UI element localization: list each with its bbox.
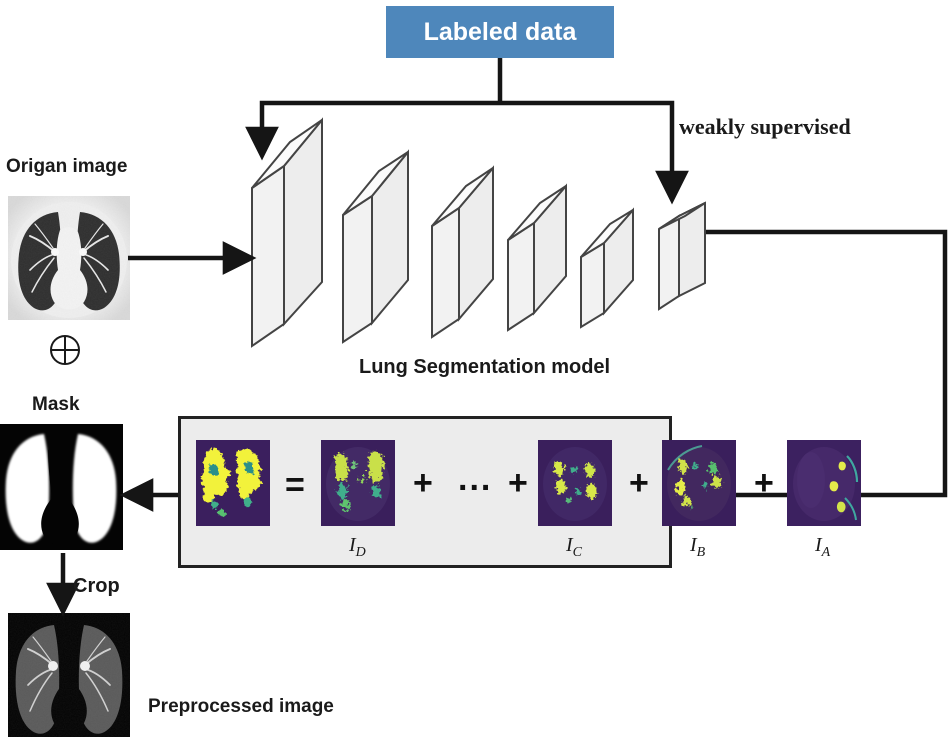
origan-image [8,196,130,320]
weakly-supervised-label: weakly supervised [679,114,851,139]
equals-operator: = [285,466,305,504]
caption-map-A-base: I [815,534,822,556]
plus-circle-icon [48,333,82,367]
preprocessed-image-label: Preprocessed image [148,696,334,717]
mask-image [0,424,123,550]
caption-map-D-sub: D [355,545,366,560]
origan-image-label: Origan image [6,156,128,177]
crop-label: Crop [73,575,120,597]
preprocessed-image [8,613,130,737]
caption-map-A-sub: A [821,545,831,560]
caption-map-A: IA [815,534,830,561]
caption-map-C-base: I [566,534,573,556]
caption-map-C-sub: C [572,545,583,560]
ellipsis-operator: ... [458,460,493,498]
heatmap-map-D [321,440,395,526]
network-block-6 [658,201,706,311]
plus-operator-4: + [754,464,774,502]
caption-map-D: ID [349,534,366,561]
labeled-data-box[interactable]: Labeled data [386,6,614,58]
caption-map-D-base: I [349,534,356,556]
labeled-data-text: Labeled data [423,17,577,46]
network-block-3 [431,165,494,339]
caption-map-B-sub: B [696,545,706,560]
network-block-5 [580,207,634,329]
heatmap-sum-map [196,440,270,526]
heatmap-map-C [538,440,612,526]
plus-operator-1: + [413,464,433,502]
caption-map-C: IC [566,534,582,561]
network-block-1 [251,117,323,348]
lung-segmentation-model-label: Lung Segmentation model [359,356,611,378]
caption-map-B: IB [690,534,705,561]
heatmap-map-A [787,440,861,526]
caption-map-B-base: I [690,534,697,556]
labeled-data-branch-left [245,100,500,161]
network-block-2 [342,149,409,344]
heatmap-map-B [662,440,736,526]
labeled-data-branch-right [500,100,689,205]
mask-label: Mask [32,394,80,415]
network-block-4 [507,183,567,332]
plus-operator-2: + [508,464,528,502]
plus-operator-3: + [629,464,649,502]
